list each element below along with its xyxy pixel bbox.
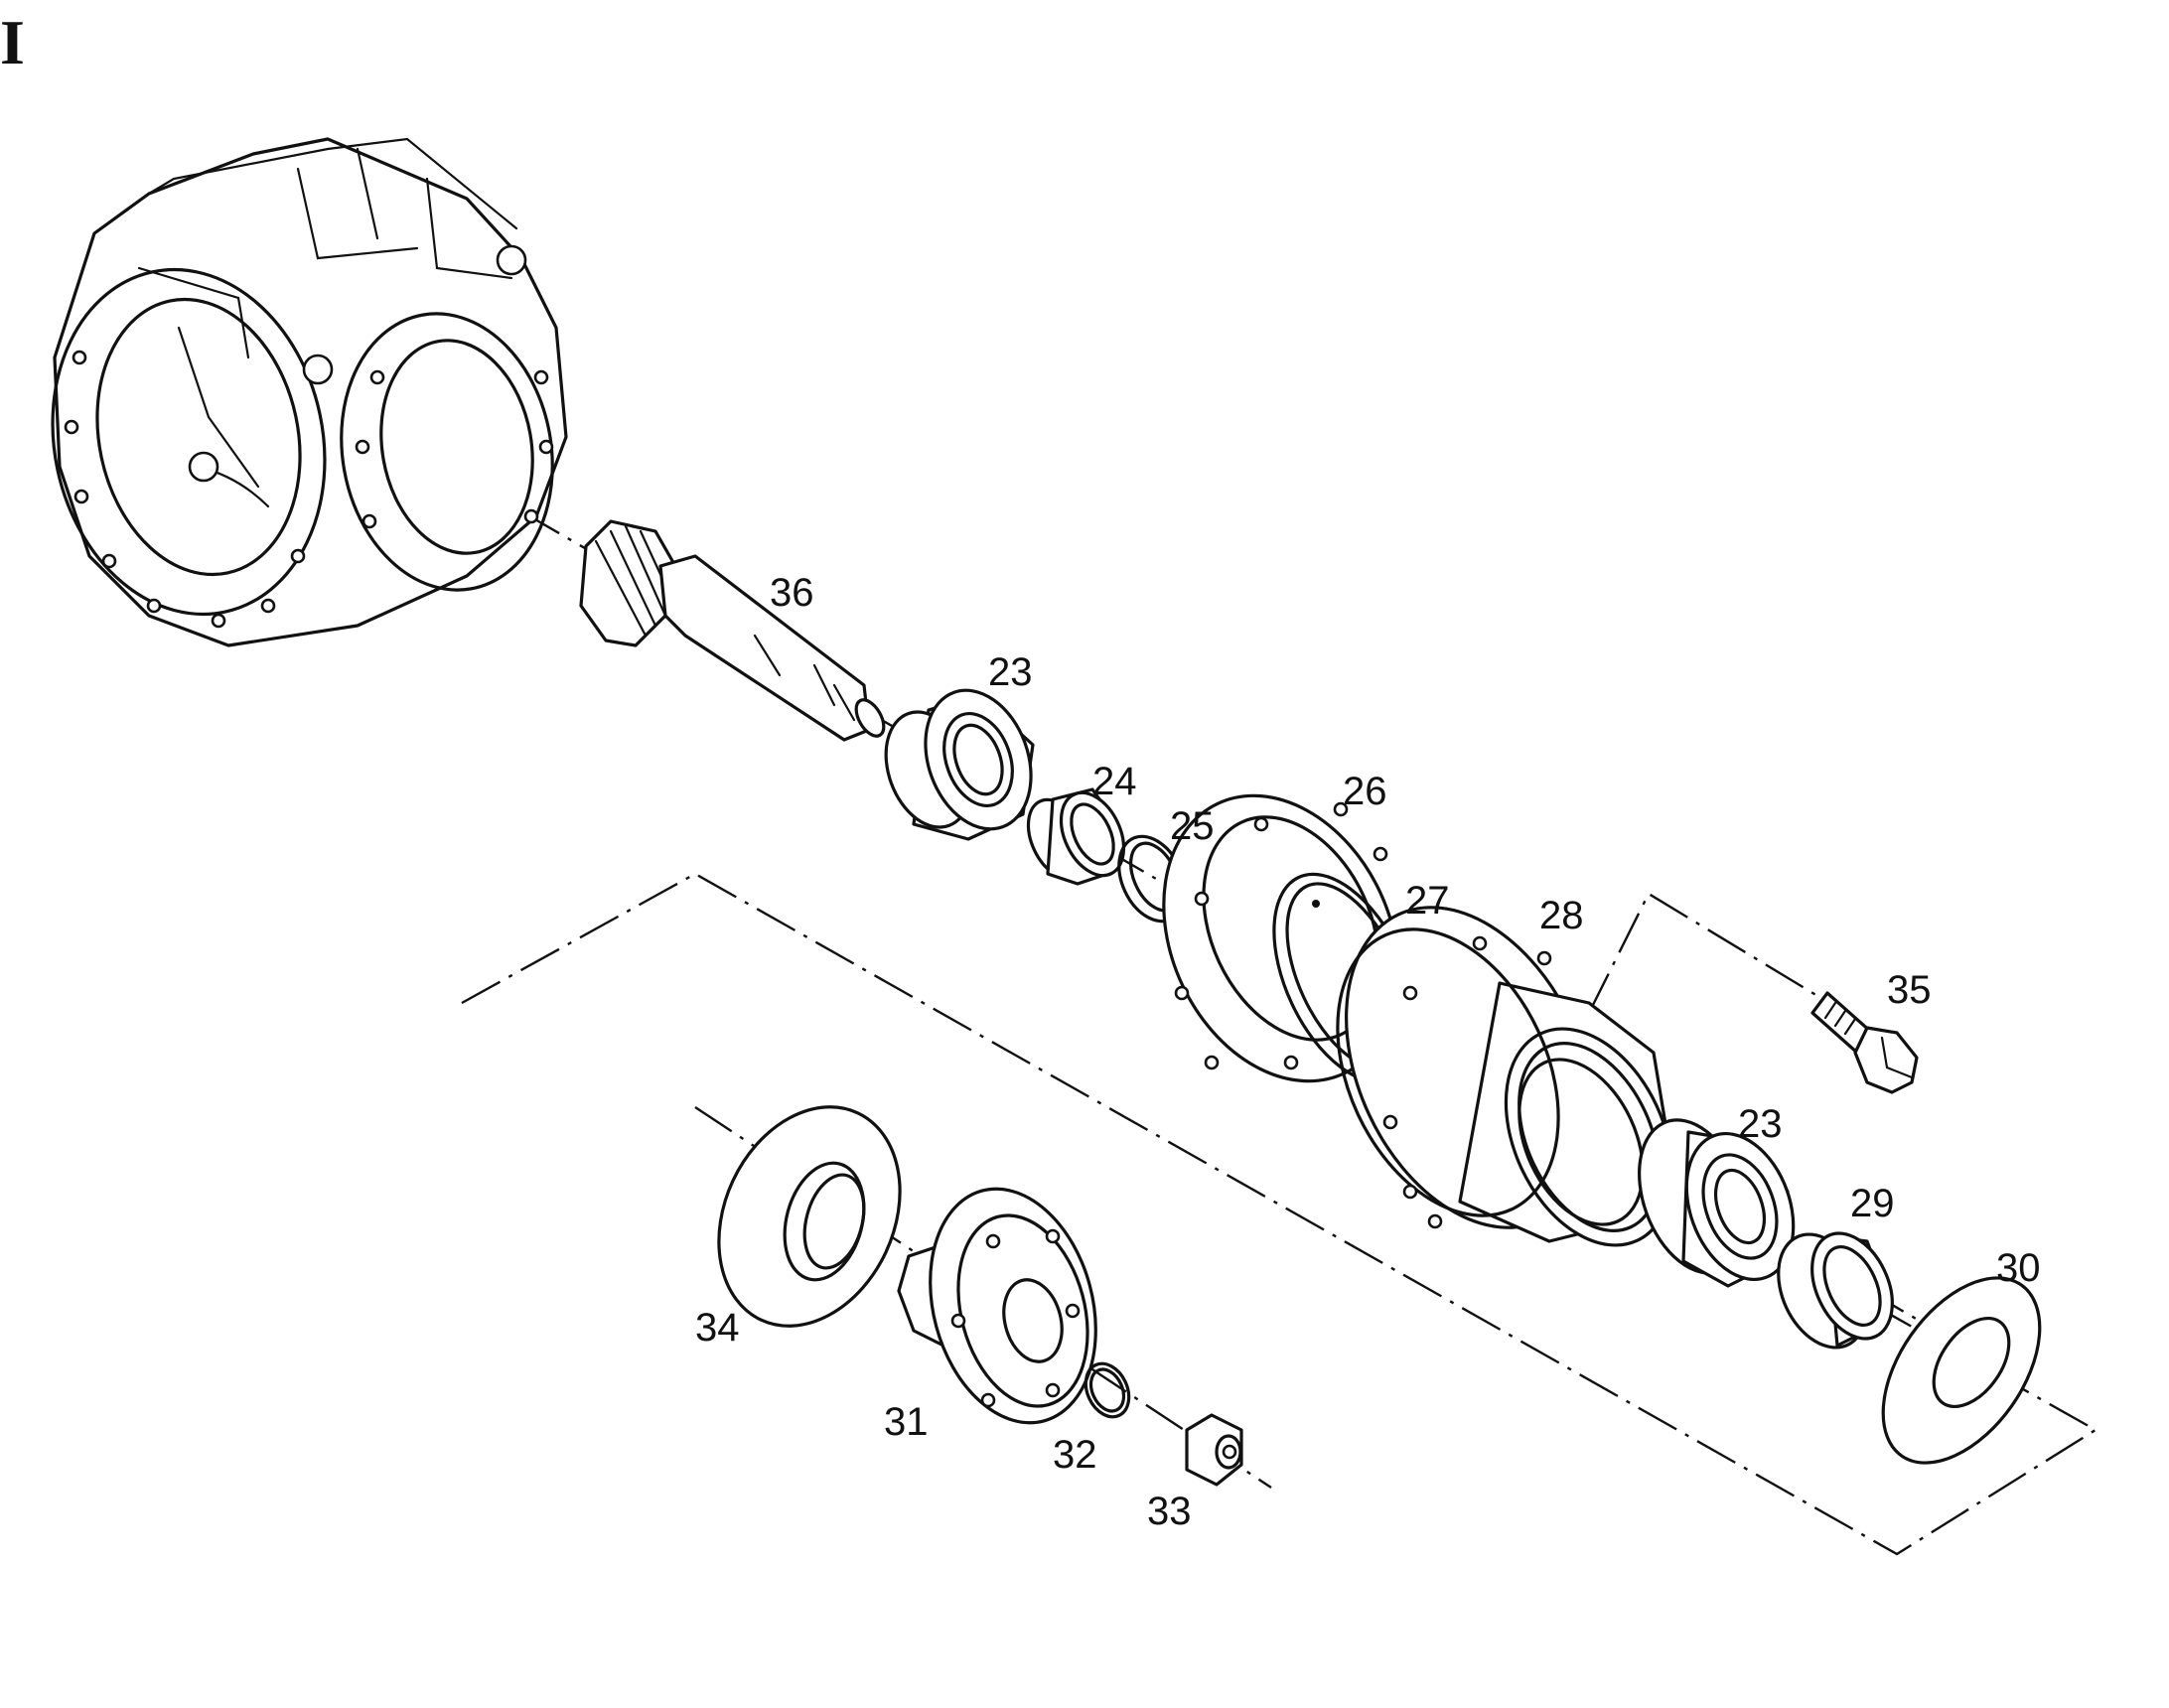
corner-mark: I	[0, 7, 25, 77]
callout-25: 25	[1170, 804, 1215, 848]
callout-23-upper: 23	[988, 650, 1033, 694]
flange-o-ring	[1084, 1361, 1131, 1419]
callout-28: 28	[1539, 894, 1584, 937]
callout-23-lower: 23	[1738, 1102, 1783, 1146]
callout-31: 31	[884, 1400, 929, 1444]
callout-36: 36	[770, 571, 814, 615]
callout-32: 32	[1053, 1433, 1097, 1477]
callout-35: 35	[1887, 968, 1932, 1012]
bearing-lower	[1638, 1118, 1796, 1288]
axle-housing	[51, 137, 568, 647]
housing-bolt-holes	[64, 350, 554, 629]
callout-26: 26	[1343, 770, 1387, 813]
bearing-upper	[884, 688, 1035, 841]
hex-bolt	[1810, 991, 1919, 1094]
callout-34: 34	[695, 1306, 740, 1350]
callout-24: 24	[1092, 760, 1137, 803]
hex-nut	[1185, 1413, 1243, 1487]
callout-27: 27	[1405, 879, 1450, 923]
pinion-shaft	[579, 519, 886, 742]
wheel-hub	[1336, 906, 1674, 1247]
callout-30: 30	[1996, 1246, 2041, 1290]
callout-29: 29	[1850, 1182, 1895, 1225]
dust-washer	[1881, 1276, 2042, 1465]
callout-33: 33	[1147, 1490, 1192, 1533]
callout-labels: 36 23 24 25 26 27 28 35 23 29 30 34 31 3…	[695, 571, 2041, 1533]
seal-ring	[1777, 1231, 1894, 1350]
drive-flange	[897, 1187, 1097, 1425]
spacer-sleeve	[1026, 787, 1126, 886]
dust-shield	[717, 1105, 902, 1328]
